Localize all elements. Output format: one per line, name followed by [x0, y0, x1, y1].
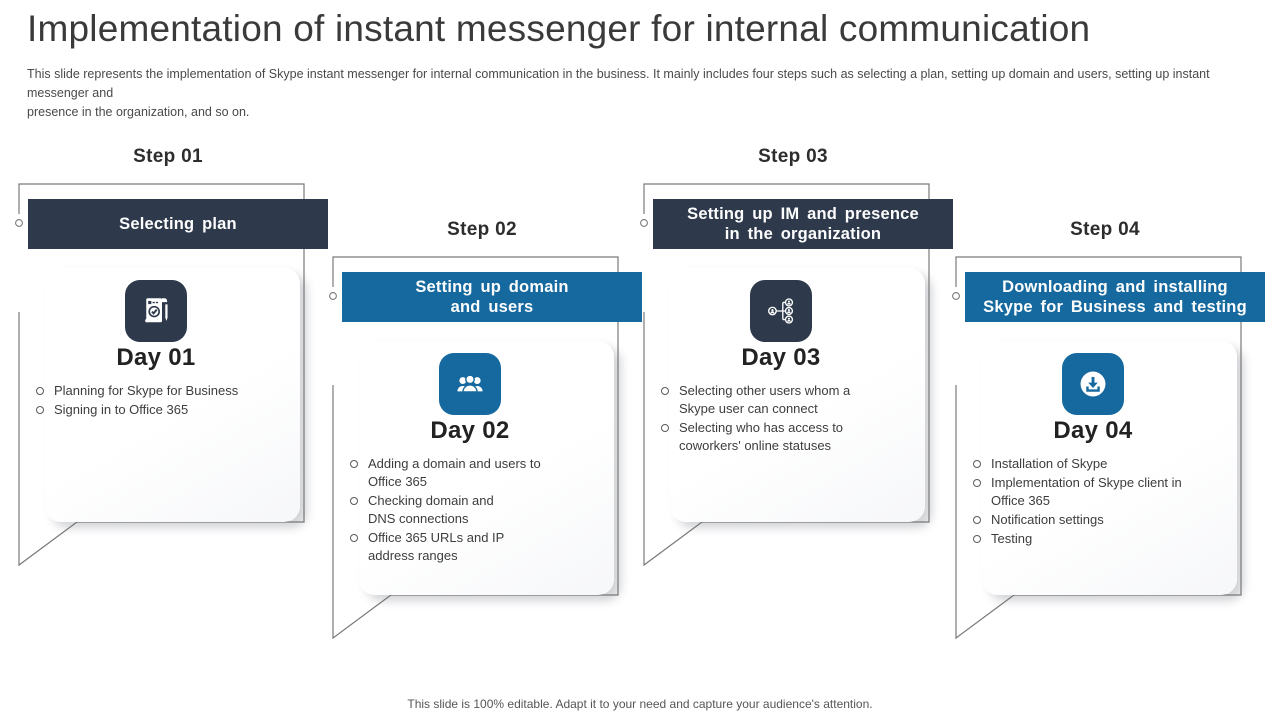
bullet-list: Selecting other users whom a Skype user …	[658, 382, 912, 456]
step-label: Step 04	[1070, 219, 1140, 240]
bullet-item: Office 365 URLs and IP address ranges	[347, 529, 601, 565]
bullet-marker	[350, 496, 358, 505]
connector-dot-icon	[329, 292, 337, 300]
step-group-1: Step 01 Selecting plan Day 01 Planning f…	[15, 146, 331, 584]
bullet-item: Signing in to Office 365	[33, 401, 287, 419]
step-group-2: Step 02 Setting up domain and users Day …	[329, 219, 645, 657]
bullet-item: Testing	[970, 530, 1224, 548]
callout-outline	[15, 183, 305, 567]
bullet-list: Planning for Skype for Business Signing …	[33, 382, 287, 420]
footer-note: This slide is 100% editable. Adapt it to…	[407, 697, 873, 711]
step-group-4: Step 04 Downloading and installing Skype…	[952, 219, 1268, 657]
scroll-check-icon	[125, 280, 187, 342]
bullet-item: Planning for Skype for Business	[33, 382, 287, 400]
bullet-marker	[973, 460, 981, 468]
connector-dot-icon	[640, 219, 648, 227]
step-label: Step 03	[758, 146, 828, 167]
bullet-item: Selecting who has access to coworkers' o…	[658, 419, 912, 455]
bullet-marker	[973, 515, 981, 524]
bullet-marker	[350, 533, 358, 542]
callout-outline	[329, 256, 619, 640]
bullet-marker	[973, 478, 981, 487]
bullet-item: Notification settings	[970, 511, 1224, 529]
day-label: Day 02	[430, 417, 510, 444]
bullet-item: Adding a domain and users to Office 365	[347, 455, 601, 491]
step-label: Step 02	[447, 219, 517, 240]
bullet-marker	[973, 534, 981, 543]
step-banner: Setting up IM and presence in the organi…	[653, 199, 953, 249]
step-banner: Selecting plan	[28, 199, 328, 249]
bullet-marker	[661, 423, 669, 432]
bullet-marker	[661, 387, 669, 395]
bullet-marker	[36, 405, 44, 414]
download-icon	[1062, 353, 1124, 415]
bullet-item: Installation of Skype	[970, 455, 1224, 473]
day-label: Day 01	[116, 344, 196, 371]
bullet-item: Implementation of Skype client in Office…	[970, 474, 1224, 510]
slide-description: This slide represents the implementation…	[27, 67, 1210, 119]
page-title: Implementation of instant messenger for …	[27, 8, 1091, 49]
step-group-3: Step 03 Setting up IM and presence in th…	[640, 146, 956, 584]
bullet-marker	[36, 387, 44, 395]
org-hierarchy-icon	[750, 280, 812, 342]
step-banner: Setting up domain and users	[342, 272, 642, 322]
callout-outline	[640, 183, 930, 567]
step-banner: Downloading and installing Skype for Bus…	[965, 272, 1265, 322]
bullet-list: Adding a domain and users to Office 365 …	[347, 455, 601, 566]
users-group-icon	[439, 353, 501, 415]
day-label: Day 03	[741, 344, 821, 371]
callout-outline	[952, 256, 1242, 640]
bullet-item: Checking domain and DNS connections	[347, 492, 601, 528]
step-label: Step 01	[133, 146, 203, 167]
day-label: Day 04	[1053, 417, 1133, 444]
bullet-marker	[350, 460, 358, 468]
bullet-item: Selecting other users whom a Skype user …	[658, 382, 912, 418]
bullet-list: Installation of Skype Implementation of …	[970, 455, 1224, 549]
connector-dot-icon	[15, 219, 23, 227]
connector-dot-icon	[952, 292, 960, 300]
